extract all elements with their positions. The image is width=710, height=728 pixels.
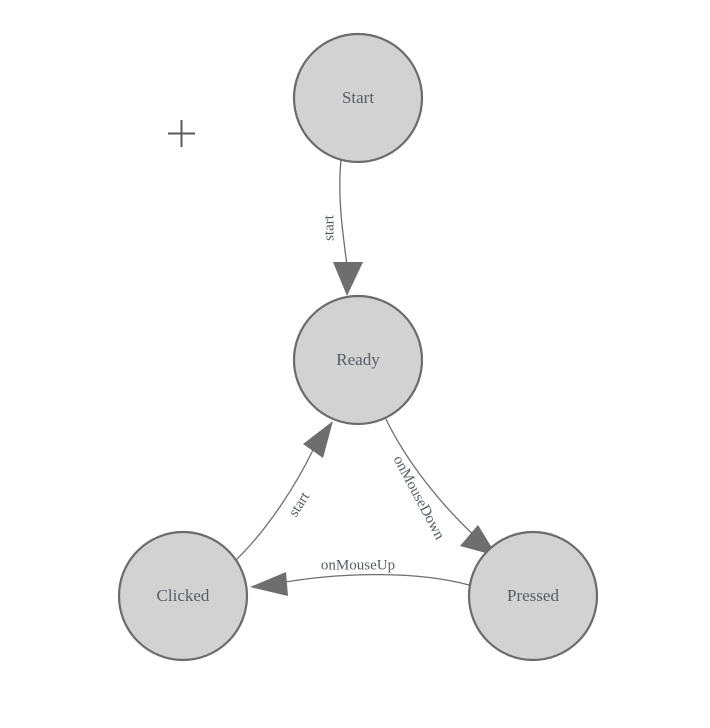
node-circle-start[interactable]	[292, 32, 424, 164]
node-ready[interactable]: Ready	[292, 294, 424, 426]
edge-label-clicked-to-ready: start	[286, 489, 314, 520]
plus-marker-icon[interactable]	[168, 120, 195, 147]
edge-path-pressed-to-clicked[interactable]	[279, 573, 470, 586]
node-label-pressed: Pressed	[507, 586, 559, 605]
edge-ready-to-pressed[interactable]: onMouseDown	[384, 416, 497, 556]
edge-path-start-to-ready[interactable]	[339, 159, 348, 267]
edge-pressed-to-clicked[interactable]: onMouseUp	[250, 557, 470, 596]
edge-label-start-to-ready: start	[321, 214, 337, 241]
node-label-ready: Ready	[336, 350, 380, 369]
arrowhead-into-ready-from-clicked	[303, 421, 333, 458]
node-start[interactable]: Start	[292, 32, 424, 164]
node-pressed[interactable]: Pressed	[467, 530, 599, 662]
node-label-start: Start	[342, 88, 374, 107]
edge-path-clicked-to-ready[interactable]	[235, 449, 314, 561]
arrowhead-into-ready-from-start	[333, 262, 363, 296]
node-circle-clicked[interactable]	[117, 530, 249, 662]
edge-start-to-ready[interactable]: start	[321, 159, 363, 296]
node-circle-ready[interactable]	[292, 294, 424, 426]
edge-label-pressed-to-clicked: onMouseUp	[321, 557, 395, 573]
arrowhead-into-pressed-from-ready	[460, 525, 497, 556]
node-clicked[interactable]: Clicked	[117, 530, 249, 662]
arrowhead-into-clicked-from-pressed	[250, 572, 288, 596]
edge-path-ready-to-pressed[interactable]	[384, 416, 478, 539]
node-label-clicked: Clicked	[157, 586, 210, 605]
node-circle-pressed[interactable]	[467, 530, 599, 662]
edge-clicked-to-ready[interactable]: start	[235, 421, 333, 561]
